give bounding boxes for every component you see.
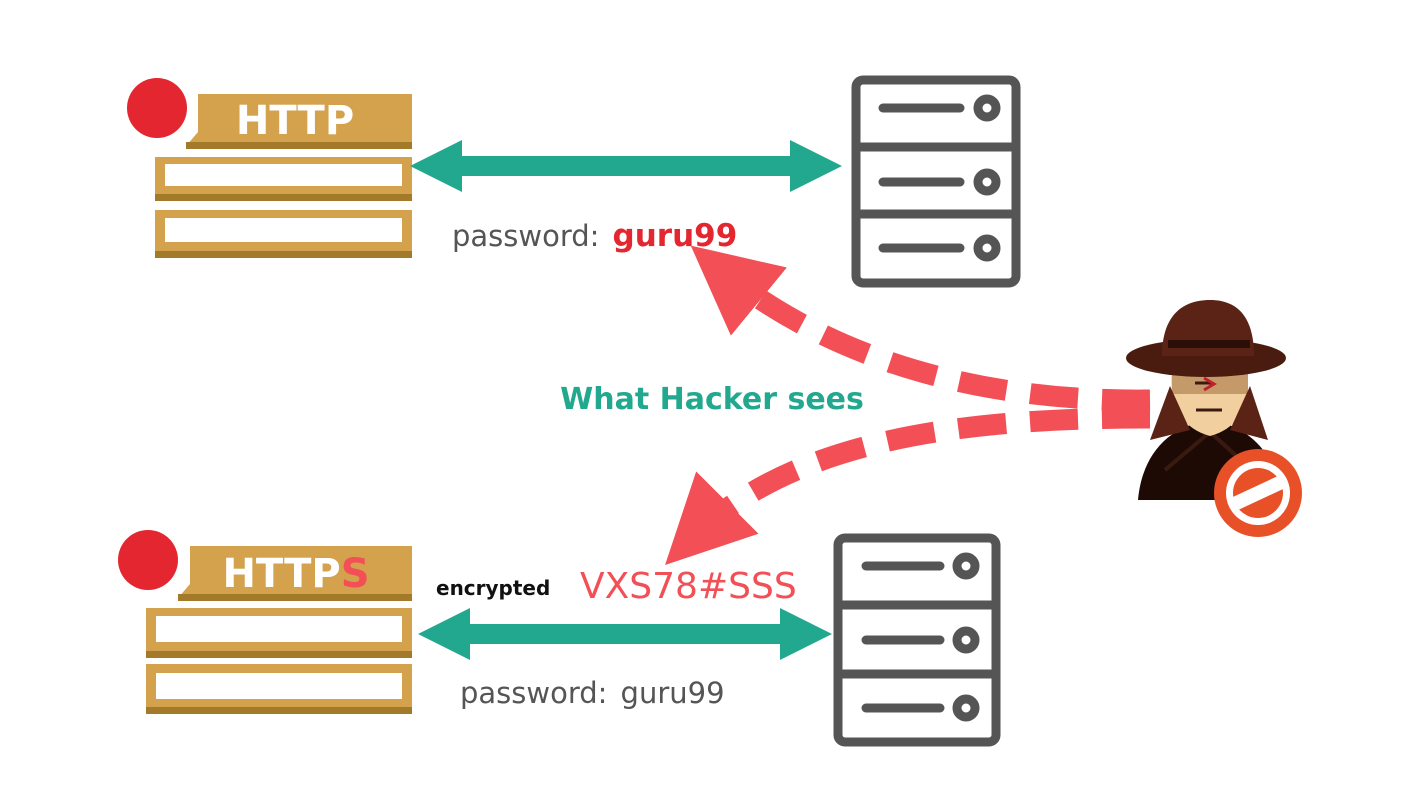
http-password-text: password: guru99 xyxy=(452,218,737,254)
http-browser-icon: HTTP xyxy=(127,78,412,258)
server-icon-top xyxy=(851,75,1021,288)
https-password-label: password: xyxy=(460,676,607,710)
hacker-sniff-arrows xyxy=(665,245,1151,565)
hacker-caption: What Hacker sees xyxy=(560,382,864,417)
status-dot xyxy=(118,530,178,590)
http-password-value: guru99 xyxy=(613,218,738,254)
encrypted-value: VXS78#SSS xyxy=(580,566,797,607)
http-badge-label: HTTP xyxy=(236,98,354,144)
https-password-value: guru99 xyxy=(621,676,725,710)
dashed-arrow-to-http xyxy=(690,245,1151,411)
https-password-text: password: guru99 xyxy=(460,676,725,710)
status-dot xyxy=(127,78,187,138)
server-icon-bottom xyxy=(833,533,1001,747)
https-connection-arrow xyxy=(418,608,832,660)
https-badge-label: HTTPS xyxy=(222,551,369,597)
http-connection-arrow xyxy=(410,140,842,192)
https-badge-label-suffix: S xyxy=(341,551,370,597)
https-badge-label-base: HTTP xyxy=(222,551,340,597)
https-browser-icon: HTTPS xyxy=(118,530,412,714)
encrypted-label: encrypted xyxy=(436,576,550,600)
http-password-label: password: xyxy=(452,219,599,253)
dashed-arrow-to-https xyxy=(665,407,1151,565)
no-entry-icon xyxy=(1214,449,1302,537)
spy-hacker-icon xyxy=(1126,300,1286,500)
